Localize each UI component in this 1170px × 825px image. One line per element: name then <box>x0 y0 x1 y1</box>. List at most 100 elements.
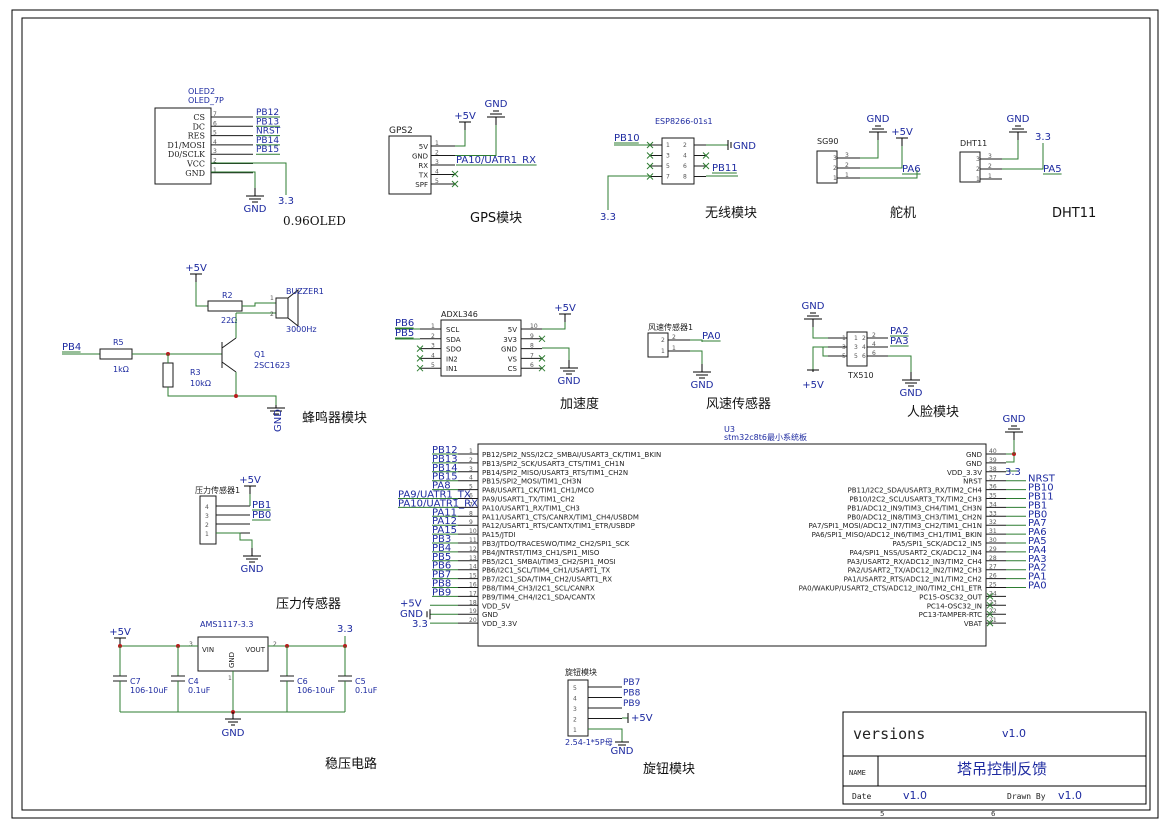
oled-net: PB13 <box>256 117 279 127</box>
mcu-right-pin: PA6/SPI1_MISO/ADC12_IN6/TIM3_CH1/TIM1_BK… <box>812 531 982 539</box>
face-pin-num: 4 <box>872 341 876 348</box>
net-label: PA3 <box>890 336 909 347</box>
mcu-left-net: PB12 <box>432 445 458 456</box>
adxl-pin-num: 9 <box>530 333 534 340</box>
face-pin-num: 3 <box>854 344 858 351</box>
net-label: PB1 <box>252 500 271 511</box>
power-3v3: 3.3 <box>1035 132 1051 143</box>
no-connect <box>451 180 459 188</box>
buzzer-horn <box>287 288 299 328</box>
date-value: v1.0 <box>903 789 927 802</box>
pressure-pin-num: 3 <box>205 513 209 520</box>
wire <box>1006 453 1015 463</box>
mcu-right-pin: PA2/USART2_TX/ADC12_IN2/TIM2_CH3 <box>848 567 982 575</box>
resistor-r5 <box>99 348 133 360</box>
mcu-right-pin: PA4/SPI1_NSS/USART2_CK/ADC12_IN4 <box>849 549 982 557</box>
wire <box>822 347 828 357</box>
no-connect <box>451 170 459 178</box>
mcu-stm32: U3 stm32c8t6最小系统板 PB12/SPI2_NSS/I2C2_SMB… <box>398 414 1056 647</box>
cap-ref: C5 <box>355 677 366 686</box>
adxl-ref: ADXL346 <box>441 310 478 319</box>
mcu-left-pin: GND <box>482 611 498 619</box>
oled-pin-num: 6 <box>213 120 217 127</box>
buzzer-value: 3000Hz <box>286 325 317 334</box>
mcu-left-net: PA10/UATR1_RX <box>398 498 478 509</box>
title-block: versions v1.0 NAME 塔吊控制反馈 Date v1.0 Draw… <box>842 711 1147 818</box>
dht-pin-num: 1 <box>988 173 992 180</box>
oled-pin-2: RES <box>188 132 205 141</box>
face-pin-num: 6 <box>862 353 866 360</box>
vin-pin: VIN <box>202 646 214 654</box>
wind-caption: 风速传感器 <box>706 396 771 412</box>
adxl-pin: GND <box>501 346 517 354</box>
mcu-right-net: PA5 <box>1028 536 1047 547</box>
mcu-right-net: PA6 <box>1028 527 1047 538</box>
wind-pin-num: 2 <box>672 334 676 341</box>
mcu-left-pin: VDD_5V <box>482 602 511 610</box>
mcu-left-pin-num: 4 <box>469 475 473 482</box>
mcu-right-net: PB10 <box>1028 483 1054 494</box>
oled-net: NRST <box>256 127 281 137</box>
mcu-left-pin: PB14/SPI2_MISO/USART3_RTS/TIM1_CH2N <box>482 469 628 477</box>
pressure-caption: 压力传感器 <box>276 596 341 612</box>
net-label: PA10/UATR1_RX <box>456 155 536 166</box>
mcu-left-net: PA15 <box>432 525 457 536</box>
mcu-right-pin: GND <box>966 460 982 468</box>
mcu-right-net: NRST <box>1028 474 1056 485</box>
no-connect <box>646 152 654 159</box>
cap-ref: C7 <box>130 677 141 686</box>
wire <box>455 130 466 147</box>
adxl-pin-num: 8 <box>530 343 534 350</box>
esp-pin-num: 2 <box>683 142 687 149</box>
net-label: PB5 <box>395 328 414 339</box>
mcu-right-pin: PC15-OSC32_OUT <box>919 593 983 601</box>
gps-pin: RX <box>418 162 428 170</box>
mcu-right-pin: PA7/SPI1_MOSI/ADC12_IN7/TIM3_CH2/TIM1_CH… <box>808 522 982 530</box>
mcu-left-pin: PB4/JNTRST/TIM3_CH1/SPI1_MISO <box>482 549 600 557</box>
mcu-right-pin: PB1/ADC12_IN9/TIM3_CH4/TIM1_CH3N <box>847 504 982 512</box>
mcu-right-net: PA7 <box>1028 518 1047 529</box>
knob-net: PB7 <box>623 678 640 688</box>
r3-value: 10kΩ <box>190 379 211 388</box>
oled-pin-0: CS <box>193 113 205 122</box>
mcu-left-pin-num: 12 <box>469 546 477 553</box>
buzzer-ref: BUZZER1 <box>286 287 324 296</box>
wire <box>690 339 703 342</box>
mcu-left-net: PB4 <box>432 543 451 554</box>
r3-ref: R3 <box>190 368 201 377</box>
col-marker-5: 5 <box>880 810 884 818</box>
wind-ref: 风速传感器1 <box>648 322 693 332</box>
adxl-pin: 3V3 <box>503 336 517 344</box>
net-label: PB4 <box>62 342 81 353</box>
sheet-title: 塔吊控制反馈 <box>957 760 1047 778</box>
gps-pin: 5V <box>419 143 428 151</box>
mcu-left-pin: VDD_3.3V <box>482 620 517 628</box>
oled-value: OLED_7P <box>188 96 224 105</box>
power-symbol: +5V <box>239 475 261 486</box>
adxl-pin-num: 7 <box>530 352 534 359</box>
mcu-right-pin-num: 35 <box>989 493 997 500</box>
mcu-right-pin-num: 36 <box>989 484 997 491</box>
mcu-left-pin: PA8/USART1_CK/TIM1_CH1/MCO <box>482 487 595 495</box>
mcu-ref: U3 <box>724 425 735 434</box>
mcu-left-pin: PB8/TIM4_CH3/I2C1_SCL/CANRX <box>482 585 595 593</box>
mcu-left-pin-num: 18 <box>469 599 477 606</box>
no-connect <box>702 152 710 159</box>
esp-ref: ESP8266-01s1 <box>655 117 713 126</box>
adxl-pin-num: 5 <box>431 362 435 369</box>
wire <box>812 346 828 370</box>
gnd-symbol: GND <box>558 376 581 387</box>
mcu-right-net: PA1 <box>1028 572 1047 583</box>
wire <box>195 282 208 307</box>
gnd-symbol: GND <box>802 301 825 312</box>
adxl-pin: SCL <box>446 326 459 334</box>
gps-pin-num: 1 <box>435 140 439 147</box>
pressure-pin-num: 1 <box>205 531 209 538</box>
r2-ref: R2 <box>222 291 233 300</box>
esp-pin-num: 3 <box>666 153 670 160</box>
dht-caption: DHT11 <box>1052 206 1096 221</box>
